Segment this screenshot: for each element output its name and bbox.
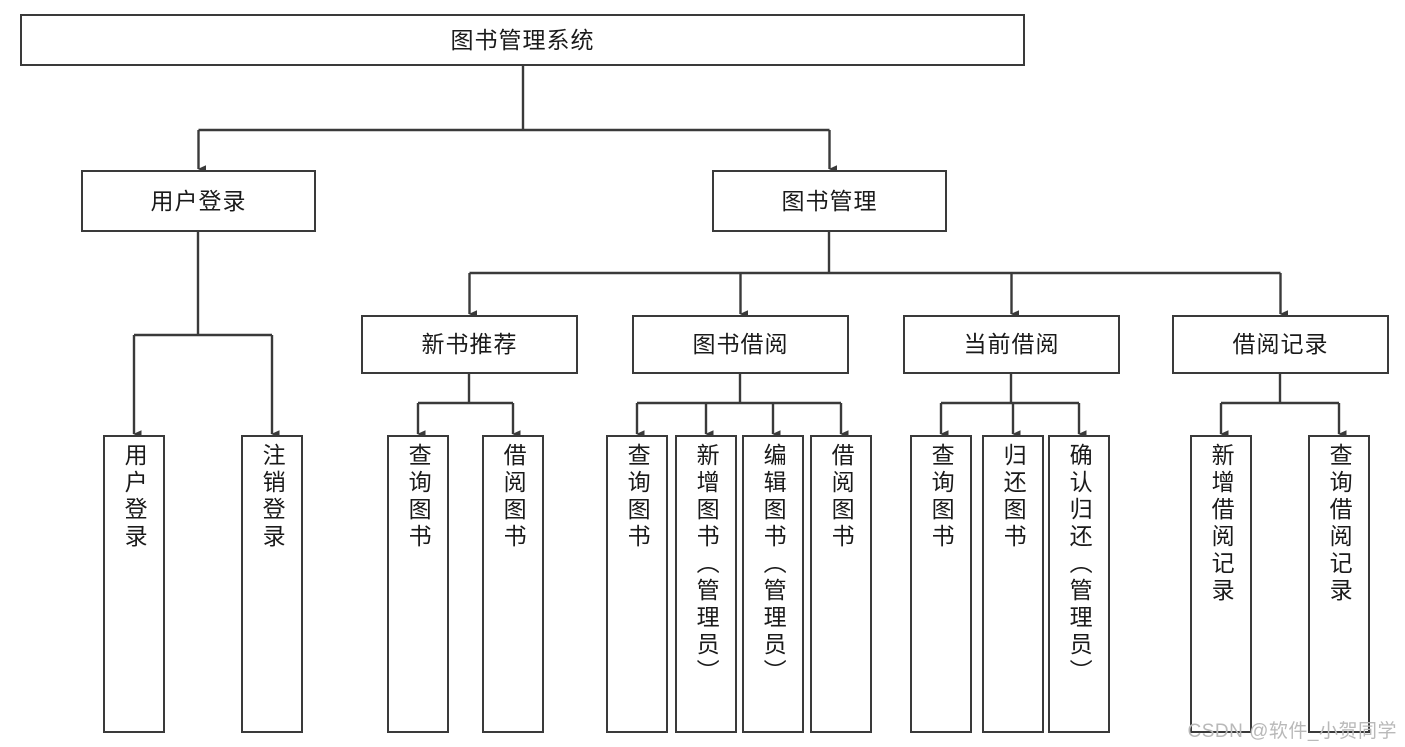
leaf-node-leaf_5[interactable]: 新增图书（管理员） xyxy=(675,435,737,733)
node-label: 查询借阅记录 xyxy=(1326,443,1353,605)
node-label: 查询图书 xyxy=(624,443,651,551)
leaf-node-leaf_3[interactable]: 借阅图书 xyxy=(482,435,544,733)
node-label: 借阅图书 xyxy=(828,443,855,551)
node-label: 查询图书 xyxy=(928,443,955,551)
node-label: 新书推荐 xyxy=(421,331,518,358)
leaf-node-leaf_0[interactable]: 用户登录 xyxy=(103,435,165,733)
node-label: 注销登录 xyxy=(259,443,286,551)
node-label: 确认归还（管理员） xyxy=(1066,443,1093,686)
node-label: 借阅记录 xyxy=(1232,331,1329,358)
node-label: 新增借阅记录 xyxy=(1208,443,1235,605)
node-label: 新增图书（管理员） xyxy=(693,443,720,686)
branch-node-l2_0[interactable]: 用户登录 xyxy=(81,170,316,232)
node-label: 借阅图书 xyxy=(500,443,527,551)
leaf-node-leaf_2[interactable]: 查询图书 xyxy=(387,435,449,733)
node-label: 编辑图书（管理员） xyxy=(760,443,787,686)
leaf-node-leaf_12[interactable]: 查询借阅记录 xyxy=(1308,435,1370,733)
node-label: 图书管理 xyxy=(781,187,878,214)
node-label: 查询图书 xyxy=(405,443,432,551)
root-node-root[interactable]: 图书管理系统 xyxy=(20,14,1025,66)
node-label: 用户登录 xyxy=(121,443,148,551)
branch-node-l3_0[interactable]: 新书推荐 xyxy=(361,315,578,374)
node-label: 归还图书 xyxy=(1000,443,1027,551)
leaf-node-leaf_4[interactable]: 查询图书 xyxy=(606,435,668,733)
leaf-node-leaf_7[interactable]: 借阅图书 xyxy=(810,435,872,733)
branch-node-l3_1[interactable]: 图书借阅 xyxy=(632,315,849,374)
leaf-node-leaf_6[interactable]: 编辑图书（管理员） xyxy=(742,435,804,733)
branch-node-l2_1[interactable]: 图书管理 xyxy=(712,170,947,232)
leaf-node-leaf_1[interactable]: 注销登录 xyxy=(241,435,303,733)
node-label: 当前借阅 xyxy=(963,331,1060,358)
branch-node-l3_2[interactable]: 当前借阅 xyxy=(903,315,1120,374)
node-label: 用户登录 xyxy=(150,187,247,214)
branch-node-l3_3[interactable]: 借阅记录 xyxy=(1172,315,1389,374)
node-label: 图书管理系统 xyxy=(450,26,595,53)
leaf-node-leaf_9[interactable]: 归还图书 xyxy=(982,435,1044,733)
node-label: 图书借阅 xyxy=(692,331,789,358)
leaf-node-leaf_10[interactable]: 确认归还（管理员） xyxy=(1048,435,1110,733)
leaf-node-leaf_11[interactable]: 新增借阅记录 xyxy=(1190,435,1252,733)
leaf-node-leaf_8[interactable]: 查询图书 xyxy=(910,435,972,733)
